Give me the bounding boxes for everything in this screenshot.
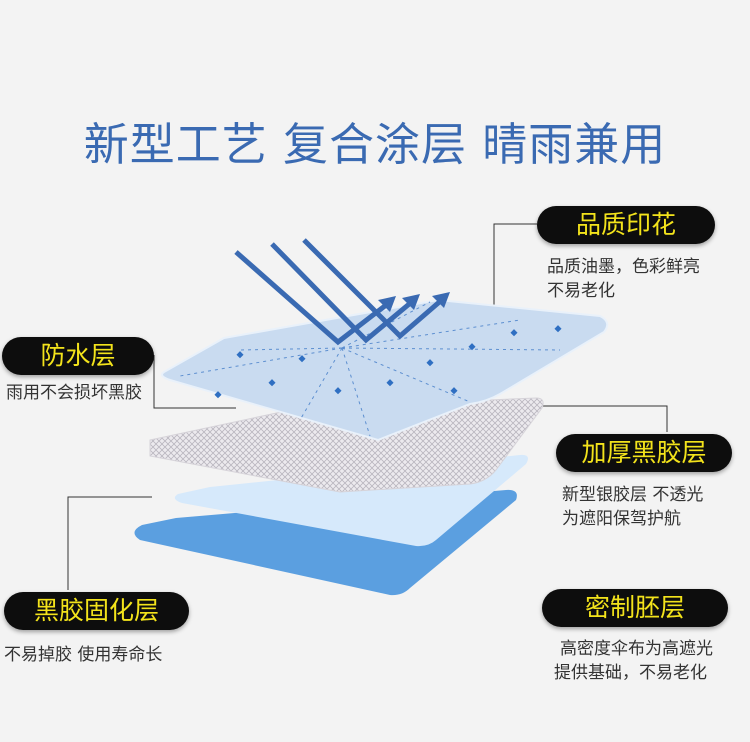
print-dots (214, 325, 562, 399)
waterproof-layer-badge: 防水层 (2, 337, 154, 375)
print-layer-badge: 品质印花 (537, 206, 715, 244)
fabric-desc-line1: 高密度伞布为高遮光 (560, 639, 713, 659)
cure-desc: 不易掉胶 使用寿命长 (4, 645, 163, 665)
arrow-heads (378, 292, 450, 312)
black-glue-layer-badge: 加厚黑胶层 (556, 434, 732, 472)
black-glue-layer (149, 397, 544, 493)
callout-lines (67, 223, 668, 590)
print-layer (161, 298, 609, 442)
print-desc-line2: 不易老化 (547, 281, 615, 301)
cure-layer-badge: 黑胶固化层 (4, 592, 189, 630)
print-desc-line1: 品质油墨，色彩鲜亮 (547, 257, 700, 277)
reflect-arrows (234, 238, 446, 346)
waterproof-desc: 雨用不会损坏黑胶 (6, 383, 142, 403)
fabric-layer-badge: 密制胚层 (542, 589, 728, 627)
page-title: 新型工艺 复合涂层 晴雨兼用 (83, 118, 667, 171)
black-glue-desc-line1: 新型银胶层 不透光 (562, 485, 704, 505)
fabric-desc-line2: 提供基础，不易老化 (554, 663, 707, 683)
black-glue-desc-line2: 为遮阳保驾护航 (562, 509, 681, 529)
